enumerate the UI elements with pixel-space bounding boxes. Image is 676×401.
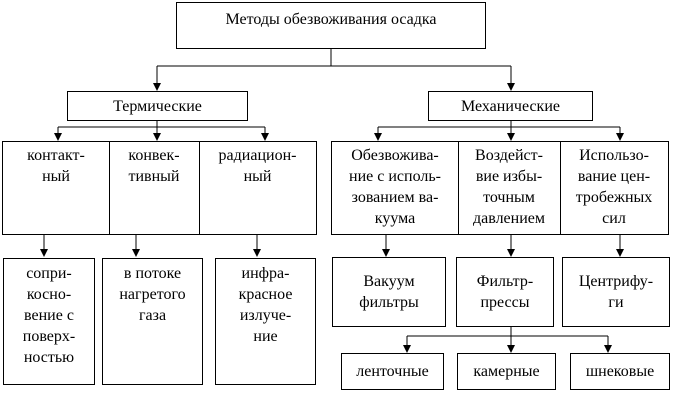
vacuum-filters-label: Вакуум фильтры	[359, 273, 419, 311]
method-pressure: Воздейст- вие избы- точным давлением	[472, 147, 546, 227]
convective-example-box: в потоке нагретого газа	[102, 258, 203, 385]
belt-press-label: ленточные	[356, 363, 429, 380]
centrifuges-label: Центрифу- ги	[578, 273, 654, 311]
radiation-example-label: инфра- красное излуче- ние	[238, 265, 293, 345]
mechanical-box: Механические	[428, 91, 593, 121]
chamber-press-box: камерные	[457, 353, 556, 390]
contact-example-box: сопри- косно- вение с поверх- ностью	[3, 258, 95, 385]
divider	[109, 142, 110, 234]
vacuum-filters-box: Вакуум фильтры	[332, 257, 446, 327]
centrifuges-box: Центрифу- ги	[562, 257, 670, 327]
thermal-box: Термические	[67, 91, 248, 121]
method-contact: контакт- ный	[27, 147, 85, 185]
method-centrifugal: Использо- вание цен- тробежных сил	[575, 147, 653, 227]
method-radiation: радиацион- ный	[218, 147, 297, 185]
divider	[560, 142, 561, 234]
radiation-example-box: инфра- красное излуче- ние	[215, 258, 316, 385]
filter-presses-box: Фильтр- прессы	[456, 257, 554, 327]
chamber-press-label: камерные	[473, 363, 540, 380]
filter-presses-label: Фильтр- прессы	[476, 273, 534, 311]
divider	[199, 142, 200, 234]
belt-press-box: ленточные	[341, 353, 444, 390]
root-label: Методы обезвоживания осадка	[225, 11, 437, 28]
contact-example-label: сопри- косно- вение с поверх- ностью	[22, 265, 76, 366]
convective-example-label: в потоке нагретого газа	[119, 265, 186, 324]
screw-press-box: шнековые	[570, 353, 670, 390]
method-convective: конвек- тивный	[128, 147, 180, 185]
thermal-label: Термические	[113, 97, 202, 115]
thermal-methods-box: контакт- ный конвек- тивный радиацион- н…	[2, 141, 317, 235]
mechanical-methods-box: Обезвожива- ние с исполь- зованием ва- к…	[331, 141, 669, 235]
divider	[458, 142, 459, 234]
screw-press-label: шнековые	[585, 363, 655, 380]
method-vacuum: Обезвожива- ние с исполь- зованием ва- к…	[349, 147, 441, 227]
root-box: Методы обезвоживания осадка	[176, 2, 486, 49]
mechanical-label: Механические	[460, 97, 560, 115]
